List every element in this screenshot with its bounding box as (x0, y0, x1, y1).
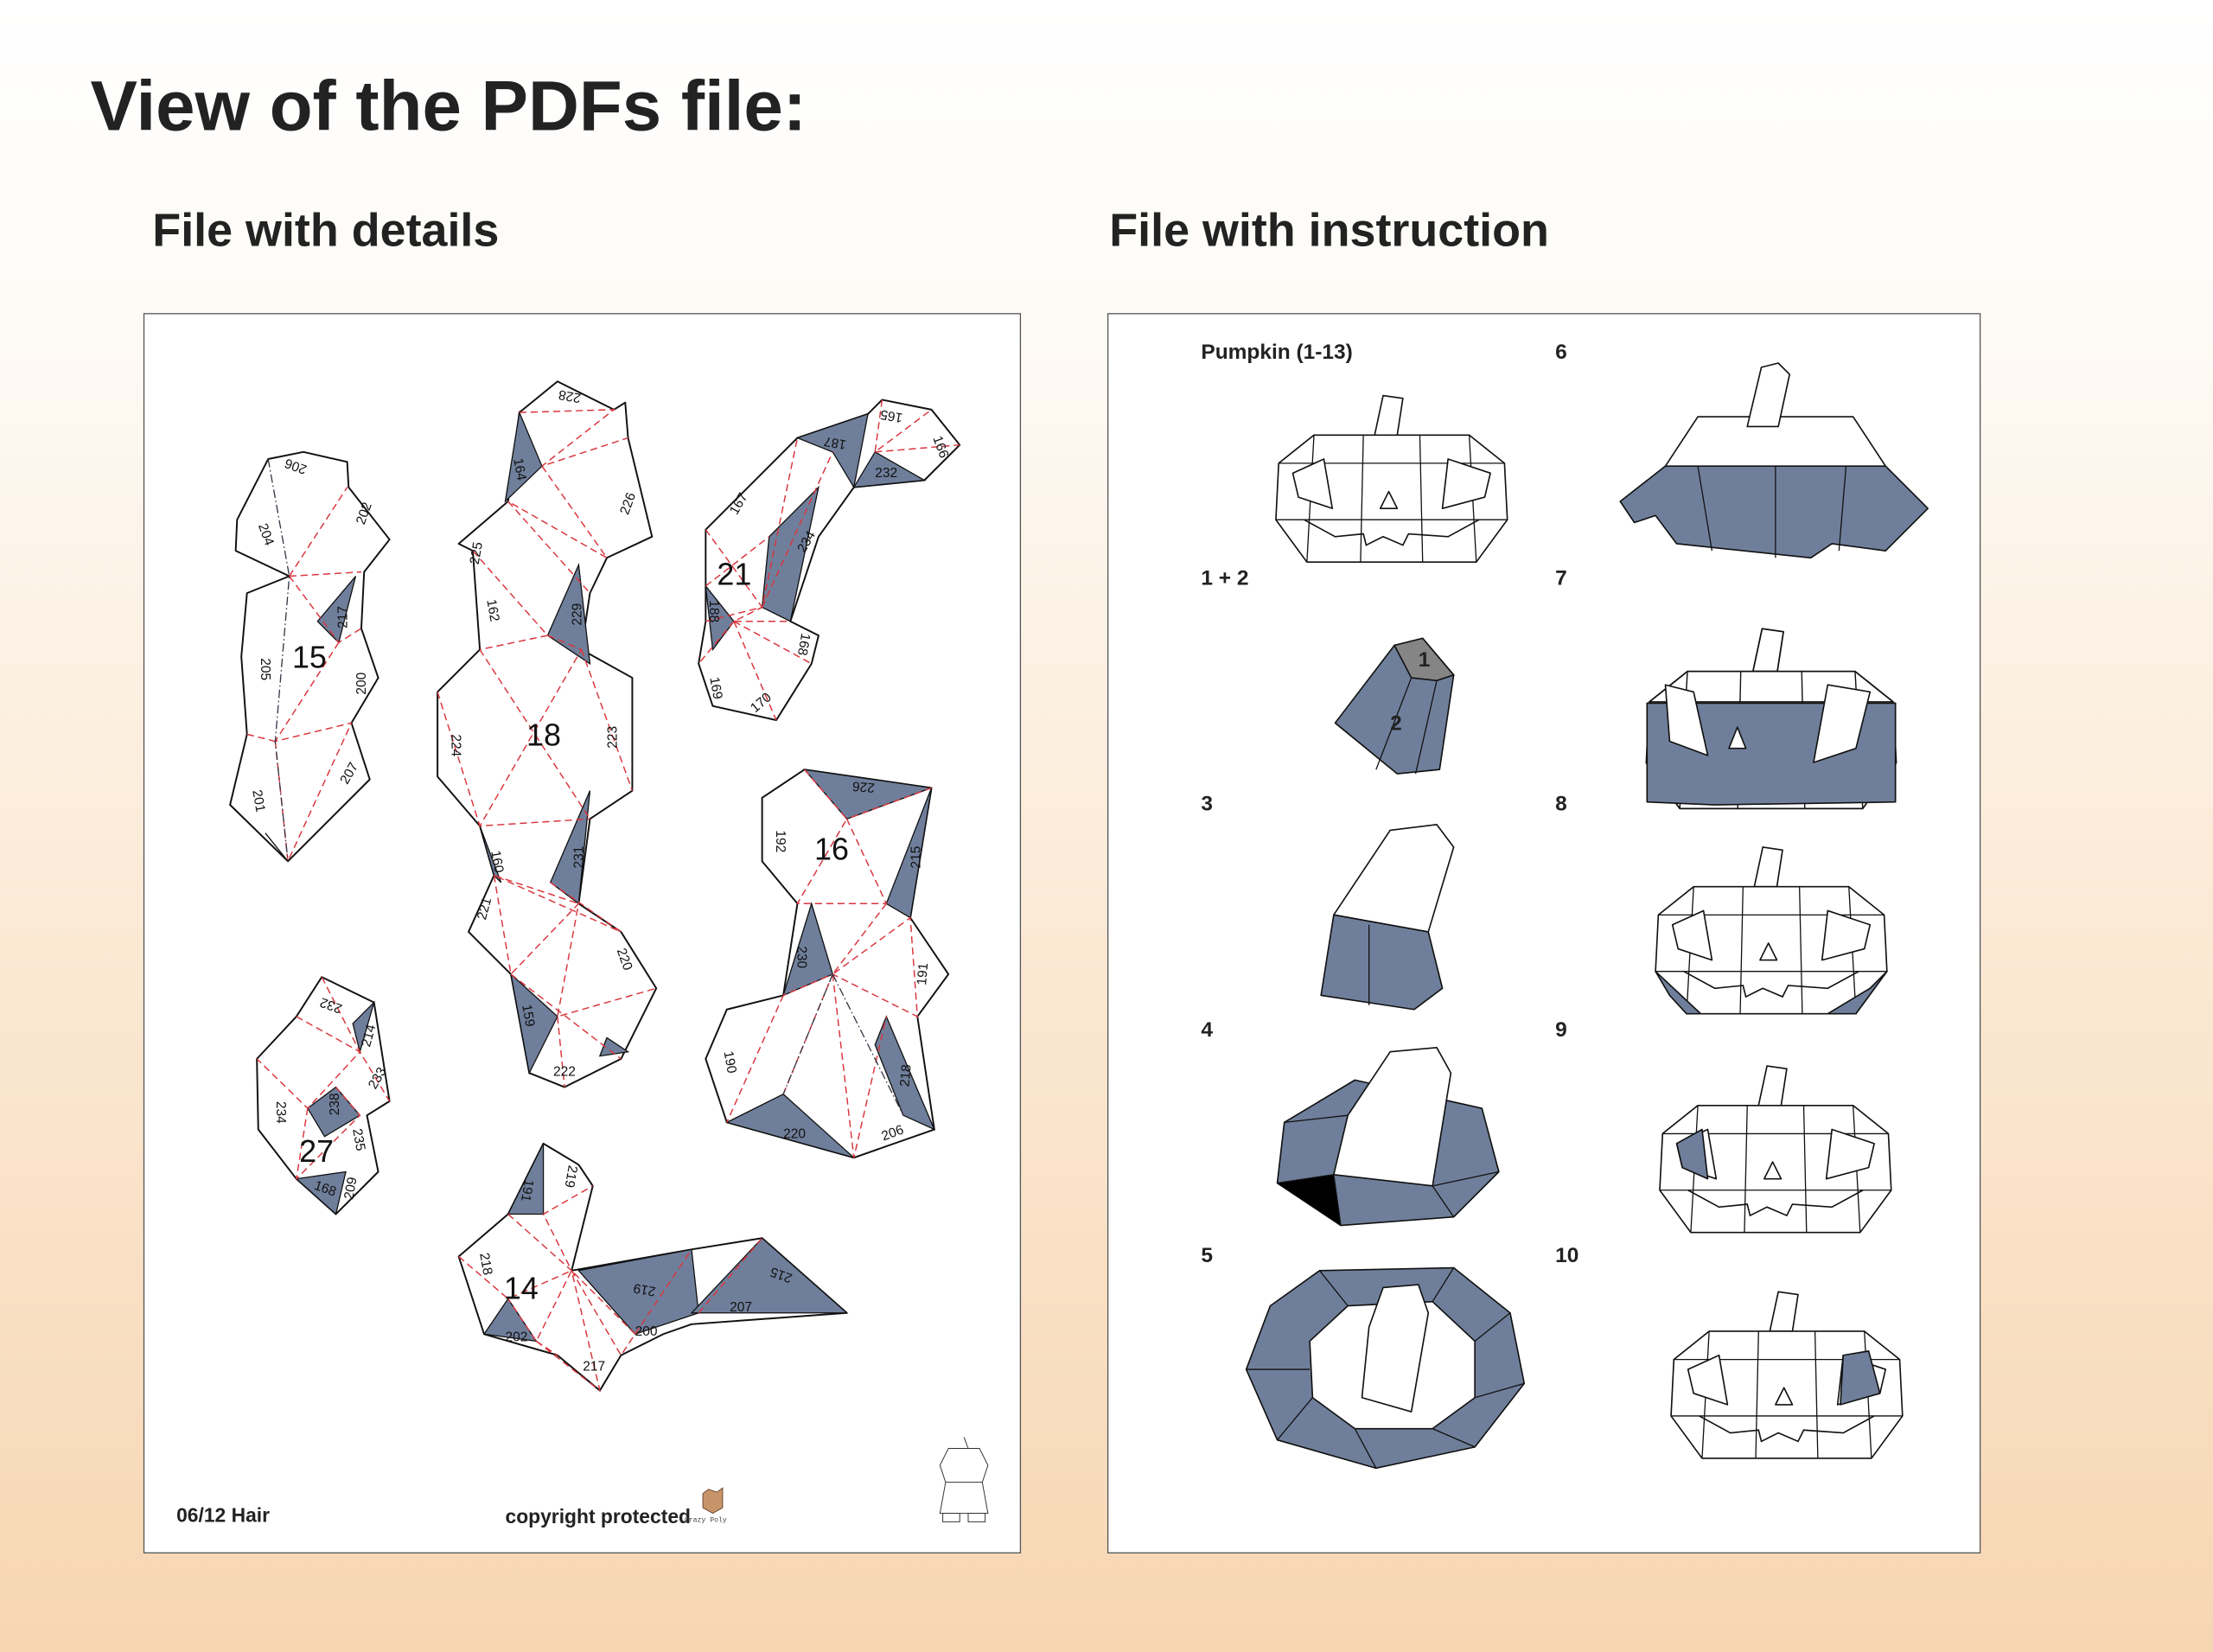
step-label: 8 (1555, 793, 1567, 816)
edge-label: 205 (258, 658, 272, 680)
step-label: 1 + 2 (1201, 566, 1248, 590)
step-label: 5 (1201, 1244, 1213, 1267)
part-label: 1 (1419, 648, 1431, 672)
edge-label: 168 (794, 632, 813, 656)
edge-label: 229 (571, 603, 585, 626)
instruction-heading: Pumpkin (1-13) (1201, 341, 1352, 364)
details-subtitle: File with details (152, 204, 499, 256)
edge-label: 209 (341, 1176, 360, 1200)
step-label: 10 (1555, 1244, 1578, 1267)
edge-label: 225 (468, 541, 486, 565)
edge-label: 190 (721, 1049, 739, 1075)
edge-label: 234 (273, 1101, 288, 1124)
piece-14: 14 191 219 218 219 215 207 202 200 217 (457, 1142, 849, 1393)
edge-label: 207 (730, 1300, 752, 1315)
step-1-2-stalk-illustration: 1 2 (1334, 637, 1456, 775)
edge-label: 218 (897, 1064, 914, 1088)
step-3-illustration (1320, 824, 1455, 1011)
edge-label: 220 (783, 1126, 806, 1141)
edge-label: 187 (823, 433, 847, 451)
edge-label: 214 (359, 1023, 379, 1049)
edge-label: 219 (632, 1280, 656, 1298)
step-7-illustration (1645, 628, 1897, 810)
details-pdf-page: 15 206 204 202 217 205 200 207 201 18 22… (143, 313, 1022, 1553)
edge-label: 235 (349, 1127, 367, 1151)
instruction-pdf-page: Pumpkin (1-13) 1 + 2 1 2 3 4 5 (1106, 313, 1981, 1553)
step-label: 7 (1555, 566, 1567, 590)
edge-label: 217 (336, 606, 351, 628)
step-6-illustration (1619, 362, 1929, 559)
edge-label: 191 (518, 1178, 536, 1202)
piece-16: 16 226 192 215 230 191 190 218 220 206 (705, 769, 950, 1159)
piece-27: 27 232 214 233 234 238 235 168 209 (256, 976, 391, 1215)
edge-label: 224 (448, 734, 462, 756)
edge-label: 191 (915, 962, 931, 985)
part-label: 2 (1390, 711, 1402, 735)
piece-number: 14 (504, 1270, 539, 1305)
edge-label: 230 (794, 946, 808, 968)
svg-text:Crazy Poly: Crazy Poly (685, 1515, 727, 1524)
edge-label: 169 (706, 676, 724, 700)
piece-number: 27 (299, 1133, 334, 1169)
piece-number: 16 (814, 832, 849, 867)
step-9-illustration (1659, 1065, 1892, 1234)
edge-label: 238 (328, 1093, 342, 1115)
edge-label: 200 (354, 672, 369, 694)
edge-label: 160 (488, 850, 506, 875)
instruction-subtitle: File with instruction (1109, 204, 1549, 256)
character-wireframe-icon (939, 1437, 989, 1522)
step-label: 9 (1555, 1018, 1567, 1042)
page-title: View of the PDFs file: (90, 67, 806, 146)
copyright-text: copyright protected (505, 1505, 691, 1528)
step-5-illustration (1245, 1266, 1526, 1470)
edge-label: 228 (558, 386, 582, 405)
piece-number: 18 (526, 717, 561, 752)
step-label: 6 (1555, 341, 1567, 364)
piece-number: 21 (717, 556, 751, 591)
step-10-illustration (1670, 1291, 1904, 1459)
edge-label: 164 (510, 457, 528, 482)
edge-label: 218 (476, 1252, 494, 1276)
step-8-illustration (1655, 846, 1888, 1015)
edge-label: 159 (519, 1004, 537, 1028)
piece-18: 18 228 164 226 225 162 229 224 223 160 2… (437, 380, 658, 1088)
edge-label: 219 (562, 1164, 580, 1189)
edge-label: 231 (571, 846, 586, 869)
edge-label: 202 (505, 1330, 527, 1344)
edge-label: 201 (249, 788, 267, 813)
crazy-poly-logo: Crazy Poly (685, 1487, 727, 1524)
edge-label: 232 (875, 466, 897, 481)
edge-label: 217 (583, 1360, 605, 1375)
piece-number: 15 (292, 640, 327, 675)
edge-label: 226 (851, 778, 875, 794)
edge-label: 221 (475, 896, 494, 922)
edge-label: 162 (483, 598, 501, 622)
edge-label: 222 (553, 1064, 576, 1079)
edge-label: 215 (909, 846, 923, 869)
edge-label: 223 (605, 726, 620, 749)
edge-label: 200 (635, 1324, 658, 1339)
edge-label: 192 (773, 830, 788, 852)
page-indicator: 06/12 Hair (176, 1503, 270, 1526)
step-4-illustration (1276, 1047, 1500, 1227)
edge-label: 165 (879, 406, 903, 424)
edge-label: 188 (706, 600, 721, 622)
step-label: 4 (1201, 1018, 1213, 1042)
step-label: 3 (1201, 793, 1213, 816)
piece-15: 15 206 204 202 217 205 200 207 201 (229, 450, 391, 864)
